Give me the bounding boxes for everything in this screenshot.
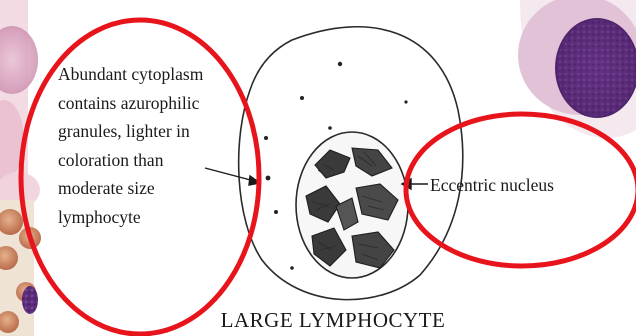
diagram-caption: LARGE LYMPHOCYTE bbox=[0, 308, 636, 333]
cytoplasm-annotation: Abundant cytoplasm contains azurophilic … bbox=[58, 60, 243, 231]
annotation-line: contains azurophilic bbox=[58, 89, 243, 118]
annotation-line: moderate size bbox=[58, 174, 243, 203]
micrograph-fragment-top-right bbox=[518, 0, 636, 138]
eccentric-nucleus-label: Eccentric nucleus bbox=[430, 175, 554, 196]
annotation-line: lymphocyte bbox=[58, 203, 243, 232]
eccentric-nucleus-drawing bbox=[296, 132, 408, 278]
annotation-line: coloration than bbox=[58, 146, 243, 175]
annotation-line: granules, lighter in bbox=[58, 117, 243, 146]
annotation-line: Abundant cytoplasm bbox=[58, 60, 243, 89]
large-lymphocyte-drawing bbox=[239, 27, 463, 300]
